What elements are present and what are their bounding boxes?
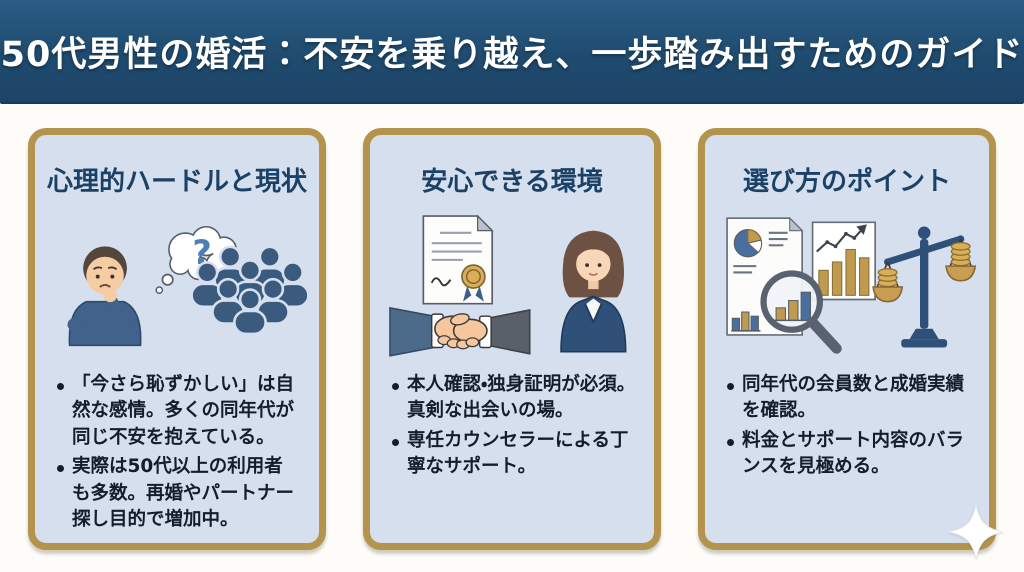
- bullet-item: 同年代の会員数と成婚実績を確認。: [725, 372, 971, 425]
- counselor-woman-icon: [560, 230, 627, 353]
- bullet-item: 料金とサポート内容のバランスを見極める。: [725, 428, 971, 481]
- bullet-item: 実際は50代以上の利用者も多数。再婚やパートナー探し目的で増加中。: [55, 454, 301, 533]
- crowd-icon: [190, 245, 310, 336]
- bullet-list: 同年代の会員数と成婚実績を確認。 料金とサポート内容のバランスを見極める。: [705, 372, 989, 481]
- card-illustration: [370, 212, 654, 362]
- bullet-list: 「今さら恥ずかしい」は自然な感情。多くの同年代が同じ不安を抱えている。 実際は5…: [35, 372, 319, 534]
- card-title: 選び方のポイント: [742, 167, 951, 197]
- bullet-item: 本人確認・独身証明が必須。真剣な出会いの場。: [390, 372, 636, 425]
- card-psychological-hurdles: 心理的ハードルと現状: [28, 128, 326, 550]
- thinking-man-icon: [67, 246, 142, 347]
- card-safe-environment: 安心できる環境: [363, 128, 661, 550]
- card-title: 安心できる環境: [421, 167, 603, 197]
- card-illustration: ?: [35, 212, 319, 362]
- certificate-icon: [422, 214, 494, 305]
- bullet-list: 本人確認・独身証明が必須。真剣な出会いの場。 専任カウンセラーによる丁寧なサポー…: [370, 372, 654, 481]
- bullet-item: 専任カウンセラーによる丁寧なサポート。: [390, 428, 636, 481]
- magnifier-icon: [760, 270, 842, 354]
- header-banner: 50代男性の婚活：不安を乗り越え、一歩踏み出すためのガイド: [0, 0, 1024, 104]
- cards-row: 心理的ハードルと現状: [28, 128, 1003, 559]
- page-title: 50代男性の婚活：不安を乗り越え、一歩踏み出すためのガイド: [0, 34, 1024, 75]
- card-choosing-points: 選び方のポイント: [698, 128, 1003, 559]
- card-illustration: [705, 212, 989, 362]
- balance-scale-icon: [872, 226, 977, 348]
- illustration-svg: ?: [67, 225, 310, 347]
- illustration-svg: [726, 216, 977, 354]
- card-title: 心理的ハードルと現状: [46, 167, 307, 197]
- illustration-svg: [389, 214, 627, 357]
- handshake-icon: [389, 306, 531, 357]
- sparkle-icon: [949, 505, 1003, 559]
- bullet-item: 「今さら恥ずかしい」は自然な感情。多くの同年代が同じ不安を抱えている。: [55, 372, 301, 451]
